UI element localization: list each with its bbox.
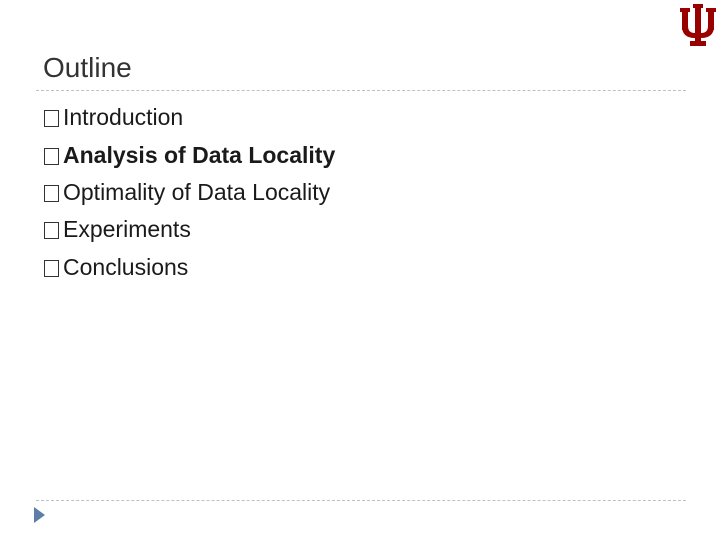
outline-list: Introduction Analysis of Data Locality O…: [44, 99, 335, 286]
outline-item-label: Analysis of Data Locality: [63, 141, 336, 168]
outline-item-experiments: Experiments: [44, 211, 335, 248]
bullet-box-icon: [44, 184, 59, 202]
outline-item-label: Optimality of Data Locality: [63, 178, 331, 205]
next-slide-arrow-icon[interactable]: [34, 507, 45, 523]
bullet-box-icon: [44, 110, 59, 128]
outline-item-conclusions: Conclusions: [44, 249, 335, 286]
bottom-divider: [36, 500, 686, 501]
university-logo-icon: [680, 4, 716, 46]
bullet-box-icon: [44, 147, 59, 165]
bullet-box-icon: [44, 222, 59, 240]
outline-item-label: Experiments: [63, 216, 191, 243]
slide-title: Outline: [43, 52, 132, 83]
top-divider: [36, 90, 686, 91]
outline-item-label: Introduction: [63, 104, 184, 131]
outline-item-introduction: Introduction: [44, 99, 335, 136]
outline-item-optimality: Optimality of Data Locality: [44, 174, 335, 211]
outline-item-analysis: Analysis of Data Locality: [44, 136, 335, 173]
bullet-box-icon: [44, 259, 59, 277]
outline-item-label: Conclusions: [63, 253, 189, 280]
